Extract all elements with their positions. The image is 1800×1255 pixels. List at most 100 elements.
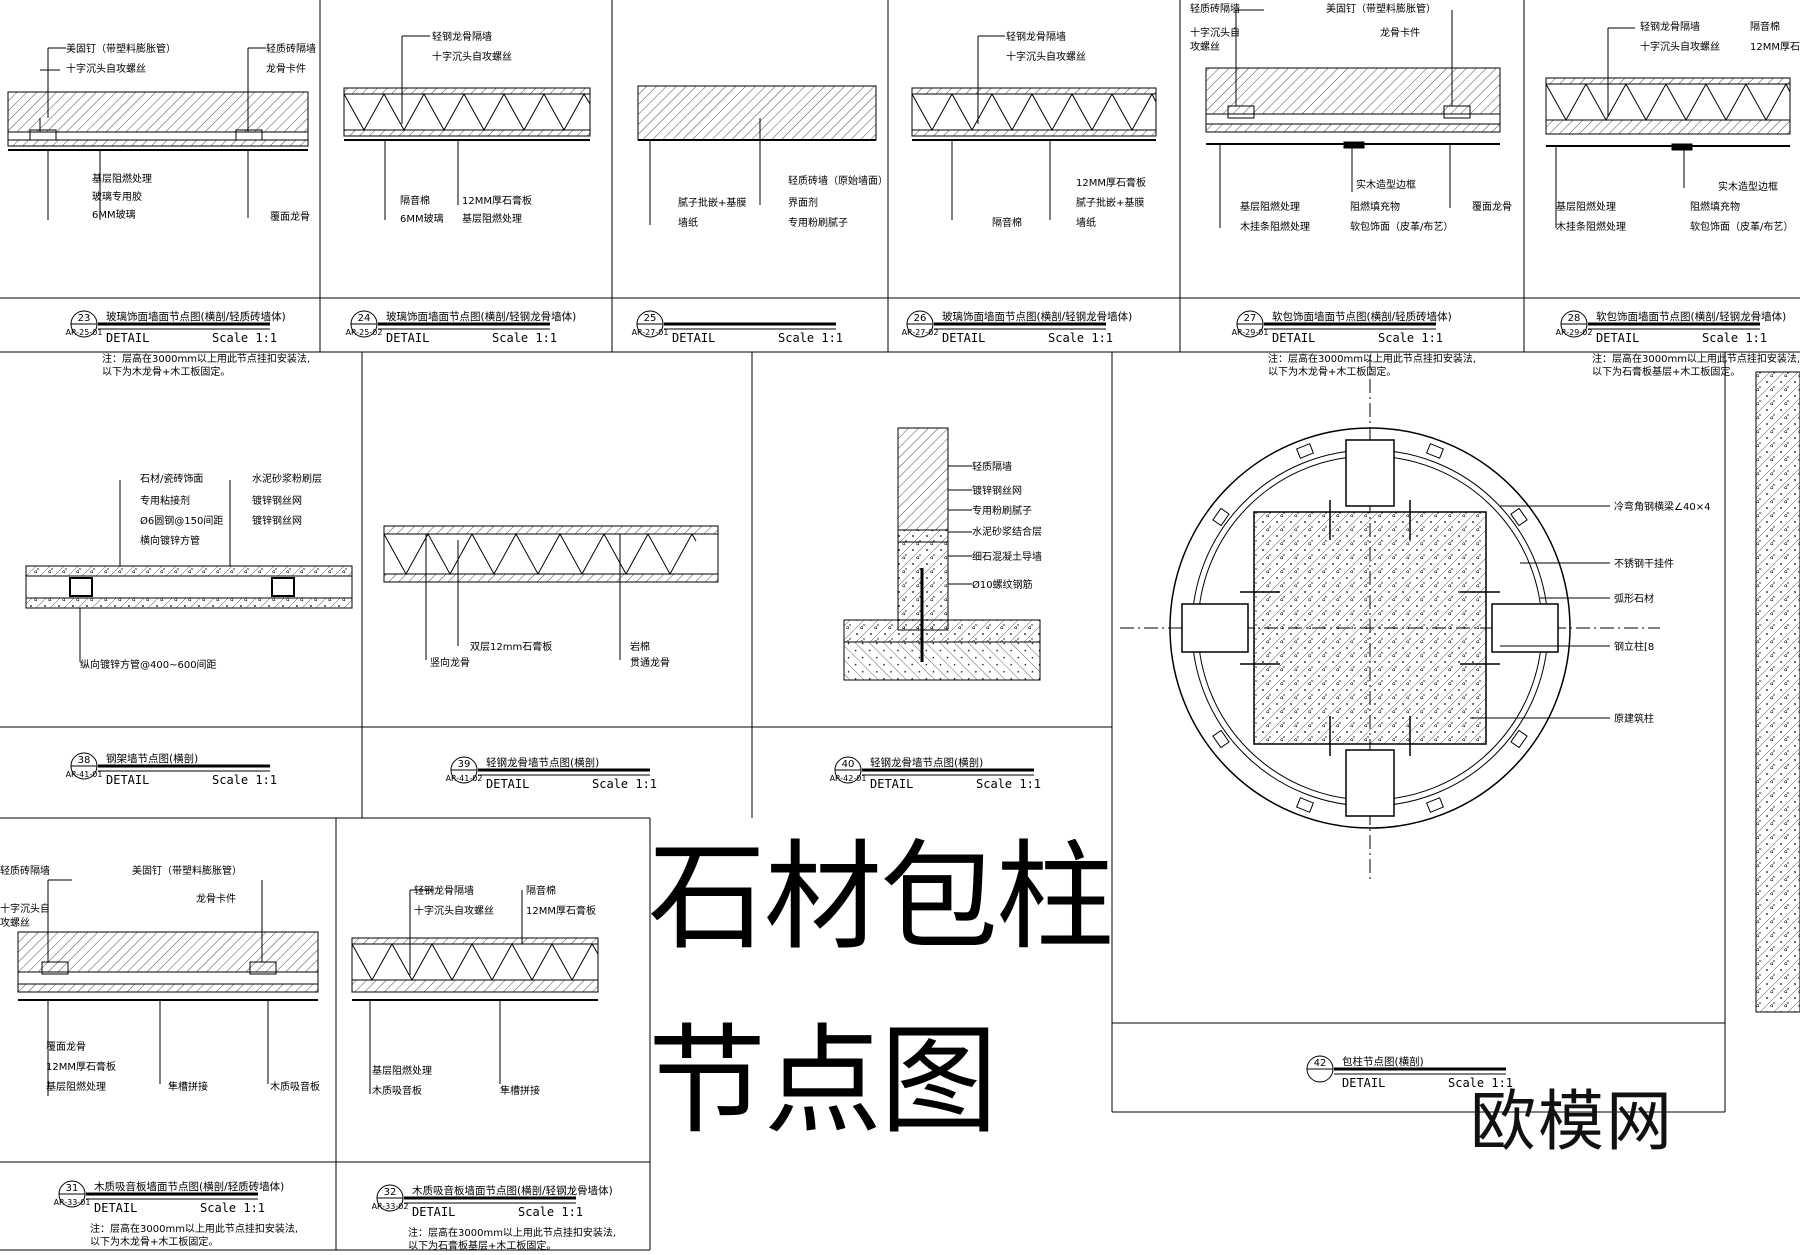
- callout-label-23: 6MM玻璃: [92, 208, 136, 221]
- callout-label-27: 十字沉头自: [1190, 26, 1240, 39]
- detail-note-line: 注：层高在3000mm以上用此节点挂扣安装法,: [90, 1222, 298, 1235]
- callout-label-32: 十字沉头自攻螺丝: [414, 904, 494, 917]
- sheet-headline-line1: 石材包柱: [648, 828, 1114, 966]
- detail-label: DETAIL: [870, 777, 913, 791]
- detail-code: AR-27-02: [902, 328, 939, 337]
- callout-label-25: 腻子批嵌+基膜: [678, 196, 746, 209]
- detail-39-drawing: [383, 525, 719, 660]
- detail-number: 38: [78, 755, 91, 766]
- callout-label-28: 阻燃填充物: [1690, 200, 1740, 213]
- callout-label-32: 12MM厚石膏板: [526, 904, 596, 917]
- callout-label-32: 基层阻燃处理: [372, 1064, 432, 1077]
- callout-label-38: 专用粘接剂: [140, 494, 190, 507]
- detail-code: AR-41-02: [446, 774, 483, 783]
- detail-40-drawing: [843, 427, 1041, 681]
- detail-note-line: 以下为石膏板基层+木工板固定。: [1592, 365, 1740, 378]
- callout-label-26: 轻钢龙骨隔墙: [1006, 30, 1066, 43]
- callout-label-27: 美固钉（带塑料膨胀管）: [1326, 2, 1436, 15]
- callout-label-31: 龙骨卡件: [196, 892, 236, 905]
- callout-label-26: 墙纸: [1076, 216, 1096, 229]
- callout-label-31: 十字沉头自: [0, 902, 50, 915]
- callout-label-31: 木质吸音板: [270, 1080, 320, 1093]
- detail-code: AR-33-02: [372, 1202, 409, 1211]
- detail-24-drawing: [343, 35, 591, 220]
- callout-label-42: 钢立柱[8: [1614, 640, 1654, 653]
- callout-label-27: 木挂条阻燃处理: [1240, 220, 1310, 233]
- detail-code: AR-41-01: [66, 770, 103, 779]
- detail-scale: Scale 1:1: [518, 1205, 583, 1219]
- callout-label-28: 木挂条阻燃处理: [1556, 220, 1626, 233]
- detail-code: AR-25-01: [66, 328, 103, 337]
- callout-label-26: 12MM厚石膏板: [1076, 176, 1146, 189]
- detail-note-line: 以下为木龙骨+木工板固定。: [1268, 365, 1396, 378]
- detail-note-line: 以下为石膏板基层+木工板固定。: [408, 1239, 556, 1252]
- detail-note-line: 以下为木龙骨+木工板固定。: [90, 1235, 218, 1248]
- callout-label-23: 美固钉（带塑料膨胀管）: [66, 42, 176, 55]
- detail-title: 软包饰面墙面节点图(横剖/轻钢龙骨墙体): [1596, 310, 1786, 323]
- detail-number: 24: [358, 313, 371, 324]
- callout-label-24: 十字沉头自攻螺丝: [432, 50, 512, 63]
- detail-code: AR-27-01: [632, 328, 669, 337]
- detail-label: DETAIL: [412, 1205, 455, 1219]
- callout-label-39: 竖向龙骨: [430, 656, 470, 669]
- callout-label-23: 玻璃专用胶: [92, 190, 142, 203]
- callout-label-38: Ø6圆钢@150间距: [140, 514, 223, 527]
- callout-label-23: 覆面龙骨: [270, 210, 310, 223]
- callout-label-39: 双层12mm石膏板: [470, 640, 552, 653]
- detail-title: 木质吸音板墙面节点图(横剖/轻钢龙骨墙体): [412, 1184, 613, 1197]
- callout-label-26: 隔音棉: [992, 216, 1022, 229]
- detail-number: 25: [644, 313, 657, 324]
- callout-label-24: 基层阻燃处理: [462, 212, 522, 225]
- callout-label-32: 轻钢龙骨隔墙: [414, 884, 474, 897]
- detail-label: DETAIL: [106, 331, 149, 345]
- detail-note-line: 注：层高在3000mm以上用此节点挂扣安装法,: [102, 352, 310, 365]
- callout-label-31: 美固钉（带塑料膨胀管）: [132, 864, 242, 877]
- callout-label-40: 轻质隔墙: [972, 460, 1012, 473]
- detail-note-line: 以下为木龙骨+木工板固定。: [102, 365, 230, 378]
- callout-label-42: 冷弯角钢横梁∠40×4: [1614, 500, 1710, 513]
- detail-28-drawing: [1545, 27, 1791, 228]
- detail-number: 26: [914, 313, 927, 324]
- callout-label-42: 原建筑柱: [1614, 712, 1654, 725]
- detail-scale: Scale 1:1: [976, 777, 1041, 791]
- detail-title: 玻璃饰面墙面节点图(横剖/轻质砖墙体): [106, 310, 286, 323]
- detail-23-drawing: [7, 47, 309, 220]
- callout-label-27: 龙骨卡件: [1380, 26, 1420, 39]
- callout-label-31: 隼槽拼接: [168, 1080, 208, 1093]
- callout-label-24: 轻钢龙骨隔墙: [432, 30, 492, 43]
- detail-title: 玻璃饰面墙面节点图(横剖/轻钢龙骨墙体): [942, 310, 1132, 323]
- detail-scale: Scale 1:1: [592, 777, 657, 791]
- callout-label-27: 软包饰面（皮革/布艺）: [1350, 220, 1453, 233]
- sheet-headline-line2: 节点图: [648, 1012, 998, 1150]
- detail-code: AR-42-01: [830, 774, 867, 783]
- callout-label-25: 墙纸: [678, 216, 698, 229]
- callout-label-24: 6MM玻璃: [400, 212, 444, 225]
- callout-label-26: 十字沉头自攻螺丝: [1006, 50, 1086, 63]
- detail-label: DETAIL: [1272, 331, 1315, 345]
- callout-label-31: 12MM厚石膏板: [46, 1060, 116, 1073]
- detail-note-line: 注：层高在3000mm以上用此节点挂扣安装法,: [1268, 352, 1476, 365]
- callout-label-27: 阻燃填充物: [1350, 200, 1400, 213]
- callout-label-38: 横向镀锌方管: [140, 534, 200, 547]
- detail-label: DETAIL: [1342, 1076, 1385, 1090]
- detail-label: DETAIL: [106, 773, 149, 787]
- detail-label: DETAIL: [1596, 331, 1639, 345]
- callout-label-27: 实木造型边框: [1356, 178, 1416, 191]
- detail-number: 23: [78, 313, 91, 324]
- callout-label-32: 木质吸音板: [372, 1084, 422, 1097]
- detail-title: 软包饰面墙面节点图(横剖/轻质砖墙体): [1272, 310, 1452, 323]
- callout-label-28: 隔音棉: [1750, 20, 1780, 33]
- detail-31-drawing: [17, 879, 319, 1096]
- detail-number: 32: [384, 1187, 397, 1198]
- callout-label-39: 岩棉: [630, 640, 650, 653]
- detail-label: DETAIL: [672, 331, 715, 345]
- callout-label-40: Ø10螺纹钢筋: [972, 578, 1033, 591]
- callout-label-23: 十字沉头自攻螺丝: [66, 62, 146, 75]
- detail-number: 40: [842, 759, 855, 770]
